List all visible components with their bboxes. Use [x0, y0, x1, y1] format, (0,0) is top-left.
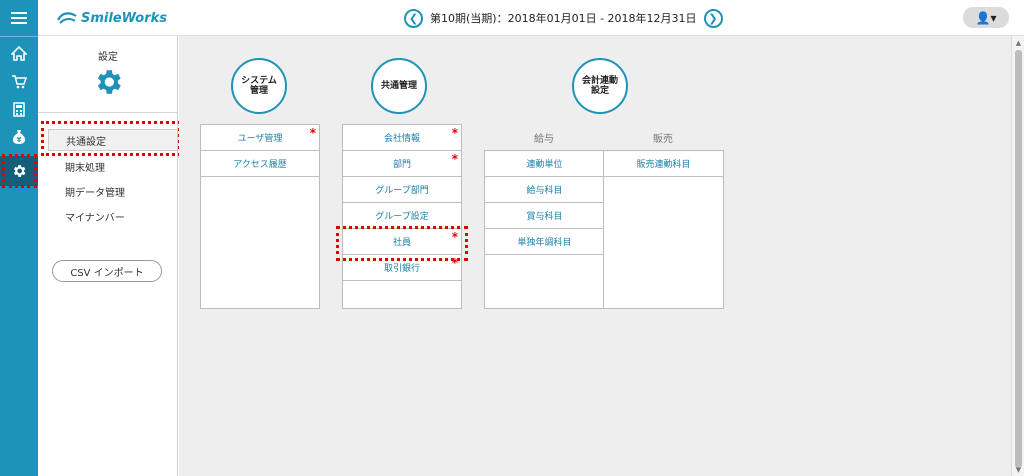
menu-item-label: 期末処理: [65, 162, 105, 174]
next-period-button[interactable]: ❯: [703, 8, 723, 28]
required-mark: *: [451, 230, 458, 244]
system-title-line1: システム: [241, 75, 277, 86]
icon-rail: ¥: [0, 0, 38, 476]
sales-list: 販売連動科目: [603, 150, 724, 309]
cell-label: 連動単位: [526, 160, 563, 170]
period-label: 第10期(当期)：2018年01月01日 - 2018年12月31日: [430, 12, 697, 25]
cell-label: グループ設定: [375, 212, 429, 222]
cell-label: 給与科目: [526, 186, 563, 196]
cart-icon[interactable]: [0, 66, 38, 96]
bank-link[interactable]: 取引銀行 *: [343, 255, 461, 281]
scroll-up-icon[interactable]: ▲: [1015, 39, 1022, 47]
scroll-thumb[interactable]: [1015, 50, 1022, 468]
accounting-title-line2: 設定: [590, 86, 609, 96]
common-title: 共通管理: [380, 80, 417, 91]
department-link[interactable]: 部門 *: [343, 151, 461, 177]
menu-icon[interactable]: [0, 3, 38, 33]
highlight-employee: [336, 226, 468, 261]
panel-divider: [38, 112, 178, 113]
cell-label: 取引銀行: [383, 264, 420, 274]
sales-link-account-link[interactable]: 販売連動科目: [604, 151, 723, 177]
cell-label: アクセス履歴: [233, 160, 287, 170]
user-menu-button[interactable]: 👤▾: [963, 7, 1009, 28]
common-management-list: 会社情報 * 部門 * グループ部門 グループ設定 社員 * 取引銀行 *: [342, 124, 462, 309]
settings-panel: 設定 共通設定 期末処理 期データ管理 マイナンバー CSV インポート: [38, 36, 178, 476]
salary-account-link[interactable]: 給与科目: [485, 177, 604, 203]
sales-heading: 販売: [653, 134, 673, 145]
settings-gear-icon: [97, 70, 121, 94]
calculator-icon[interactable]: [0, 94, 38, 124]
required-mark: *: [451, 256, 458, 270]
home-icon[interactable]: [0, 38, 38, 68]
svg-text:¥: ¥: [17, 136, 22, 144]
cell-label: ユーザ管理: [237, 134, 283, 144]
cell-label: 販売連動科目: [636, 160, 691, 170]
highlight-common-settings: [41, 121, 181, 156]
chevron-left-icon: ❮: [408, 11, 419, 25]
required-mark: *: [451, 126, 458, 140]
logo[interactable]: SmileWorks: [56, 8, 167, 28]
vertical-scrollbar[interactable]: ▲ ▼: [1011, 36, 1024, 476]
menu-item-closing[interactable]: 期末処理: [48, 155, 178, 177]
system-management-list: ユーザ管理 * アクセス履歴: [200, 124, 320, 309]
user-management-link[interactable]: ユーザ管理 *: [201, 125, 319, 151]
accounting-title-line1: 会計連動: [581, 75, 618, 86]
user-icon: 👤▾: [975, 10, 997, 25]
menu-item-my-number[interactable]: マイナンバー: [48, 205, 178, 227]
main-content: システム管理 ユーザ管理 * アクセス履歴 共通管理 会社情報 * 部門 * グループ…: [179, 36, 1011, 476]
common-management-circle: 共通管理: [371, 58, 427, 114]
period-selector: ❮ 第10期(当期)：2018年01月01日 - 2018年12月31日 ❯: [404, 8, 723, 28]
employee-link[interactable]: 社員 *: [343, 229, 461, 255]
csv-import-label: CSV インポート: [70, 267, 144, 279]
year-end-adjustment-link[interactable]: 単独年調科目: [485, 229, 604, 255]
cell-label: 社員: [392, 238, 411, 248]
money-bag-icon[interactable]: ¥: [0, 122, 38, 152]
gear-icon[interactable]: [0, 156, 38, 186]
csv-import-button[interactable]: CSV インポート: [52, 260, 162, 282]
access-history-link[interactable]: アクセス履歴: [201, 151, 319, 177]
cell-label: 単独年調科目: [517, 238, 572, 248]
payroll-list: 連動単位 給与科目 賞与科目 単独年調科目: [484, 150, 604, 309]
company-info-link[interactable]: 会社情報 *: [343, 125, 461, 151]
logo-text: SmileWorks: [81, 10, 167, 26]
smileworks-logo-icon: [57, 12, 77, 24]
required-mark: *: [451, 152, 458, 166]
payroll-heading: 給与: [534, 134, 554, 145]
app-header: SmileWorks ❮ 第10期(当期)：2018年01月01日 - 2018…: [38, 0, 1024, 36]
cell-label: 賞与科目: [526, 212, 563, 222]
cell-label: 部門: [392, 160, 411, 170]
system-management-circle: システム管理: [231, 58, 287, 114]
cell-label: グループ部門: [375, 186, 429, 196]
system-title-line2: 管理: [249, 86, 268, 96]
menu-item-common-settings[interactable]: 共通設定: [48, 129, 178, 151]
highlight-gear-rail: [2, 154, 37, 188]
scroll-down-icon[interactable]: ▼: [1015, 466, 1022, 474]
chevron-right-icon: ❯: [708, 11, 718, 25]
link-unit-link[interactable]: 連動単位: [485, 151, 604, 177]
panel-title: 設定: [98, 52, 118, 63]
prev-period-button[interactable]: ❮: [404, 8, 423, 28]
menu-item-period-data[interactable]: 期データ管理: [48, 180, 178, 202]
menu-item-label: 共通設定: [66, 136, 106, 148]
accounting-link-circle: 会計連動設定: [572, 58, 628, 114]
required-mark: *: [309, 126, 316, 140]
group-department-link[interactable]: グループ部門: [343, 177, 461, 203]
cell-label: 会社情報: [383, 134, 420, 144]
menu-item-label: 期データ管理: [65, 187, 125, 199]
menu-item-label: マイナンバー: [65, 212, 125, 224]
bonus-account-link[interactable]: 賞与科目: [485, 203, 604, 229]
